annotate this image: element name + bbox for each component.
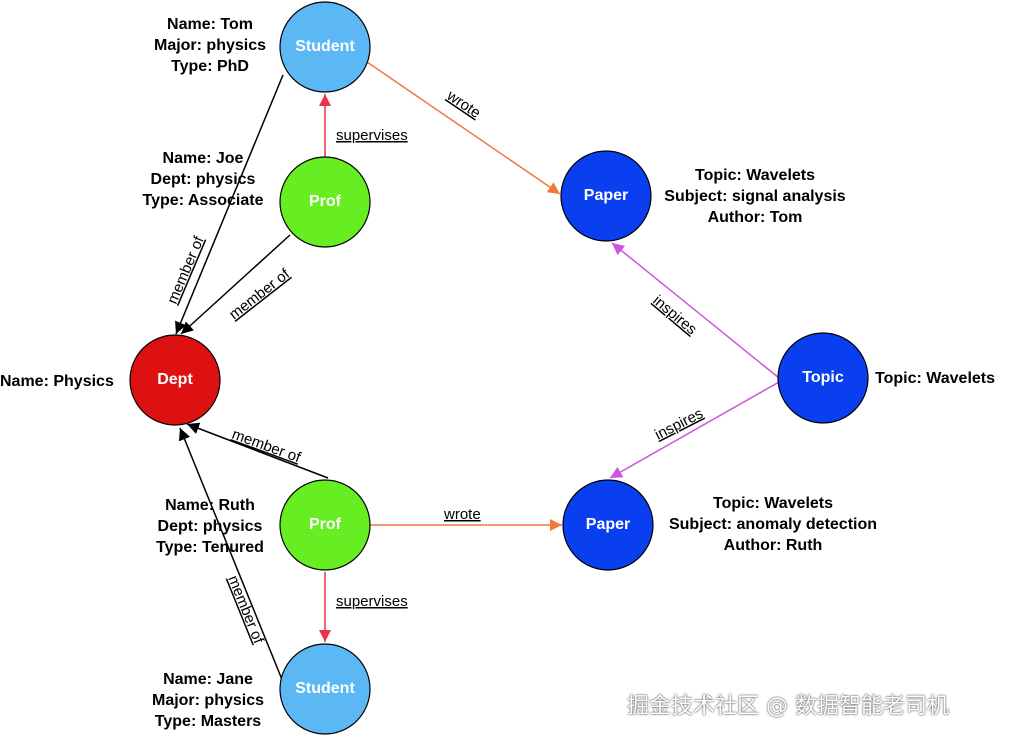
edge-label-member-of-prof-top: member of bbox=[226, 265, 294, 323]
edge-member-of-prof-top bbox=[180, 234, 291, 335]
props-student-top: Name: Tom Major: physics Type: PhD bbox=[154, 16, 266, 75]
edge-label-inspires-top: inspires bbox=[649, 292, 700, 338]
node-paper-top[interactable]: Paper bbox=[560, 150, 652, 242]
prop-line: Topic: Wavelets bbox=[875, 370, 995, 387]
node-topic[interactable]: Topic bbox=[777, 332, 869, 424]
props-dept: Name: Physics bbox=[0, 373, 114, 390]
edge-label-wrote-top: wrote bbox=[443, 87, 484, 122]
prop-line: Subject: signal analysis bbox=[664, 188, 846, 205]
props-student-bottom: Name: Jane Major: physics Type: Masters bbox=[152, 671, 264, 730]
node-label: Student bbox=[295, 680, 355, 697]
prop-line: Name: Ruth bbox=[165, 497, 255, 514]
node-prof-bottom[interactable]: Prof bbox=[279, 479, 371, 571]
prop-line: Type: Associate bbox=[143, 192, 264, 209]
edge-label-member-of-prof-bottom: member of bbox=[230, 426, 304, 467]
prop-line: Author: Tom bbox=[708, 209, 803, 226]
edge-member-of-student-bottom bbox=[178, 427, 284, 683]
props-prof-top: Name: Joe Dept: physics Type: Associate bbox=[143, 150, 264, 209]
edge-member-of-student-top bbox=[175, 74, 284, 335]
node-student-bottom[interactable]: Student bbox=[279, 643, 371, 735]
edge-label-inspires-bottom: inspires bbox=[652, 405, 706, 444]
prop-line: Topic: Wavelets bbox=[713, 495, 833, 512]
edge-label-member-of-student-bottom: member of bbox=[224, 573, 267, 647]
prop-line: Name: Physics bbox=[0, 373, 114, 390]
node-prof-top[interactable]: Prof bbox=[279, 156, 371, 248]
node-label: Dept bbox=[157, 371, 193, 388]
prop-line: Type: Tenured bbox=[156, 539, 264, 556]
prop-line: Type: PhD bbox=[171, 58, 249, 75]
prop-line: Dept: physics bbox=[158, 518, 263, 535]
node-label: Student bbox=[295, 38, 355, 55]
prop-line: Author: Ruth bbox=[724, 537, 823, 554]
prop-line: Type: Masters bbox=[155, 713, 262, 730]
edge-member-of-prof-bottom bbox=[186, 422, 329, 479]
prop-line: Major: physics bbox=[154, 37, 266, 54]
node-label: Topic bbox=[802, 369, 844, 386]
prop-line: Subject: anomaly detection bbox=[669, 516, 877, 533]
node-label: Prof bbox=[309, 516, 342, 533]
node-dept[interactable]: Dept bbox=[129, 334, 221, 426]
edge-label-supervises-top: supervises bbox=[336, 127, 408, 144]
watermark: 掘金技术社区 @ 数据智能老司机 bbox=[627, 694, 949, 719]
edge-wrote-top bbox=[366, 61, 561, 195]
edge-inspires-bottom bbox=[609, 381, 780, 479]
props-topic: Topic: Wavelets bbox=[875, 370, 995, 387]
node-label: Paper bbox=[586, 516, 630, 533]
prop-line: Topic: Wavelets bbox=[695, 167, 815, 184]
edge-inspires-top bbox=[611, 242, 780, 379]
prop-line: Name: Joe bbox=[163, 150, 244, 167]
node-paper-bottom[interactable]: Paper bbox=[562, 479, 654, 571]
props-paper-top: Topic: Wavelets Subject: signal analysis… bbox=[664, 167, 846, 226]
prop-line: Dept: physics bbox=[151, 171, 256, 188]
props-paper-bottom: Topic: Wavelets Subject: anomaly detecti… bbox=[669, 495, 877, 554]
edge-label-wrote-bottom: wrote bbox=[443, 506, 481, 523]
node-label: Paper bbox=[584, 187, 628, 204]
prop-line: Name: Jane bbox=[163, 671, 253, 688]
node-label: Prof bbox=[309, 193, 342, 210]
prop-line: Name: Tom bbox=[167, 16, 253, 33]
prop-line: Major: physics bbox=[152, 692, 264, 709]
props-prof-bottom: Name: Ruth Dept: physics Type: Tenured bbox=[156, 497, 264, 556]
edge-label-member-of-student-top: member of bbox=[164, 233, 208, 306]
edge-label-supervises-bottom: supervises bbox=[336, 593, 408, 610]
node-student-top[interactable]: Student bbox=[279, 1, 371, 93]
